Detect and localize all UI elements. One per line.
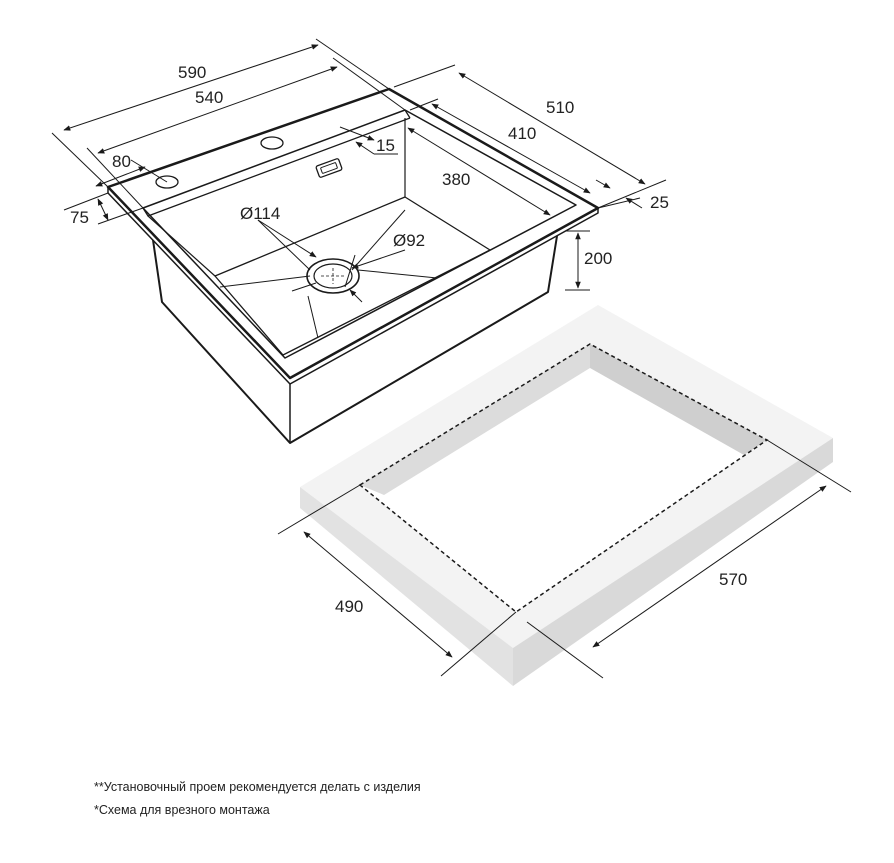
drain-inner-leader: [351, 249, 406, 269]
drain-outer-ring: [306, 258, 360, 294]
drain-outer-leader: [257, 219, 317, 258]
overflow-slot: [315, 158, 343, 178]
sink-dimensions: [51, 38, 667, 303]
cutout-width-dimension-line: [303, 531, 453, 658]
bowl-inner-label: 380: [442, 170, 470, 189]
countertop-cutout-opening: [360, 344, 767, 612]
overall-length-label: 590: [178, 63, 206, 82]
cutout-length-dimension-line: [592, 485, 827, 648]
drain-inner-ring: [313, 263, 353, 289]
tap-hole-offset-dimension-line: [95, 166, 146, 187]
bowl-inner-dimension-line: [407, 127, 551, 216]
drain-outer-label: Ø114: [240, 204, 280, 223]
sink-dimension-labels: 590 540 80 75 510 410 380 15 25 200 Ø114…: [70, 63, 669, 268]
overall-width-label: 510: [546, 98, 574, 117]
tap-hole-offset-label: 80: [112, 152, 131, 171]
back-rim-label: 25: [650, 193, 669, 212]
sink-bowl-bottom: [214, 196, 491, 356]
front-offset-dimension-line: [97, 198, 109, 221]
depth-label: 200: [584, 249, 612, 268]
countertop-cutout-diagram: 490 570: [277, 305, 852, 686]
bowl-width-label: 410: [508, 124, 536, 143]
sink-bowl-rim: [142, 109, 577, 359]
cutout-length-label: 570: [719, 570, 747, 589]
drain-inner-label: Ø92: [393, 231, 425, 250]
cutout-inner-wall-back: [360, 344, 590, 495]
back-rim-dimension-line: [595, 179, 611, 189]
bowl-length-label: 540: [195, 88, 223, 107]
installation-note: **Установочный проем рекомендуется делат…: [94, 780, 421, 794]
tap-hole-left: [155, 175, 179, 189]
rim-thickness-dimension-line: [339, 126, 375, 141]
front-offset-label: 75: [70, 208, 89, 227]
mounting-scheme-note: *Схема для врезного монтажа: [94, 803, 270, 817]
rim-thickness-label: 15: [376, 136, 395, 155]
cutout-width-label: 490: [335, 597, 363, 616]
overall-width-dimension-line: [458, 72, 646, 185]
tap-hole-right: [260, 136, 284, 150]
cutout-inner-wall-right: [590, 344, 767, 455]
bowl-length-dimension-line: [97, 66, 338, 154]
